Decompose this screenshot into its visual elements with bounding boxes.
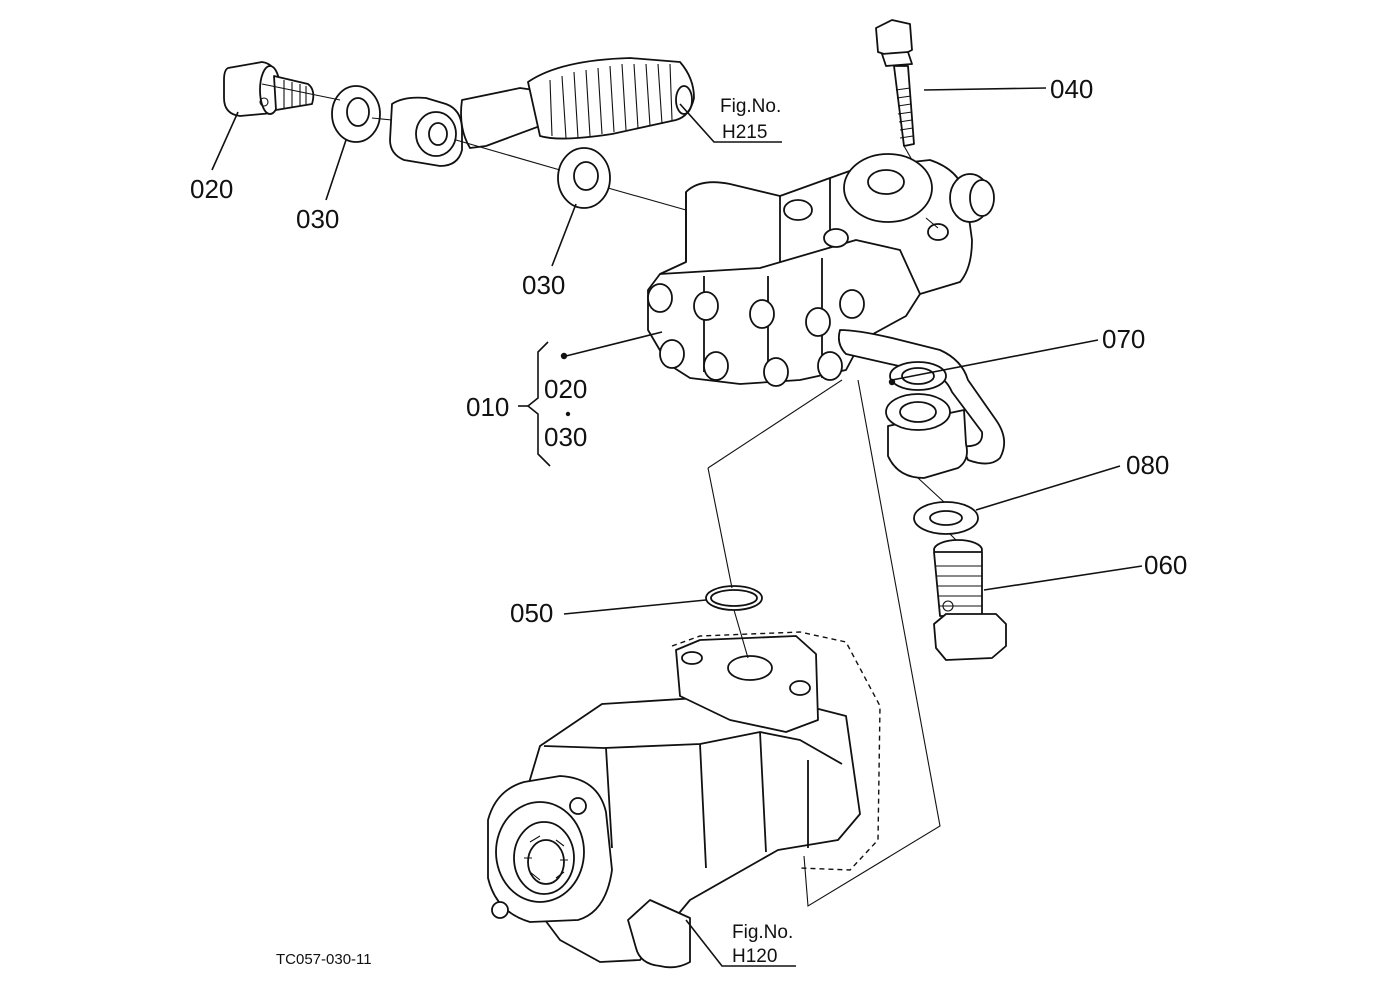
callout-070: 070 [1102, 324, 1145, 354]
bolt-040 [875, 19, 915, 147]
o-ring-050 [705, 585, 763, 611]
pipe-070 [837, 329, 1006, 479]
group-bracket-010 [518, 341, 551, 467]
fig-ref-bottom-caption: Fig.No. [732, 922, 793, 943]
callout-040: 040 [1050, 74, 1093, 104]
washer-080 [913, 501, 979, 535]
callout-030-mid: 030 [522, 270, 565, 300]
fig-ref-top-number: H215 [722, 122, 767, 143]
callout-010: 010 [466, 392, 509, 422]
control-valve-assembly [647, 153, 995, 387]
callout-050: 050 [510, 598, 553, 628]
callout-010-sub-030: 030 [544, 422, 587, 452]
callout-dot [560, 352, 568, 360]
banjo-bolt-020 [223, 61, 315, 117]
fig-ref-bottom-number: H120 [732, 946, 777, 967]
callout-leaders [211, 87, 1143, 967]
drawing-number: TC057-030-11 [276, 951, 372, 968]
hydraulic-pump [487, 631, 881, 969]
callout-060: 060 [1144, 550, 1187, 580]
fig-ref-top-caption: Fig.No. [720, 96, 781, 117]
callout-020: 020 [190, 174, 233, 204]
washer-030-mid [557, 147, 611, 209]
banjo-bolt-060 [933, 539, 1007, 661]
assembly-lines [261, 83, 957, 907]
callout-030-left: 030 [296, 204, 339, 234]
callout-080: 080 [1126, 450, 1169, 480]
washer-030-left [331, 85, 381, 143]
callout-dot [888, 378, 896, 386]
callout-010-sub-020: 020 [544, 374, 587, 404]
callout-dot [565, 411, 571, 417]
hose-fitting [389, 57, 695, 167]
